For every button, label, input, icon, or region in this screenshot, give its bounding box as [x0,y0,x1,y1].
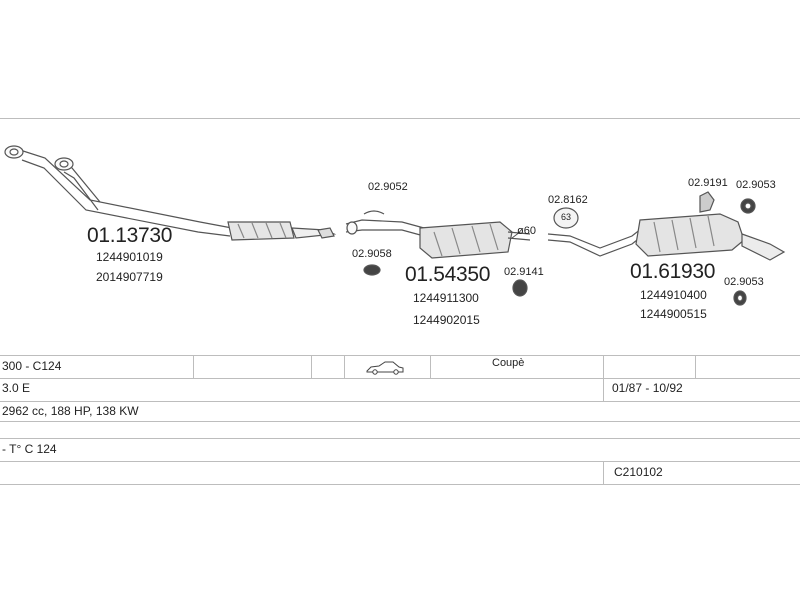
clamp-3-label: 02.9141 [504,266,544,278]
rear-silencer-oem-2: 1244900515 [640,307,707,321]
table-rule [0,461,800,462]
middle-silencer-oem-2: 1244902015 [413,313,480,327]
rear-silencer-drawing [547,191,786,306]
hanger-badge: 63 [561,212,572,222]
table-column-divider [311,355,312,378]
engine-cell: 3.0 E [2,381,31,395]
middle-silencer-part-number: 01.54350 [405,263,491,286]
table-column-divider [603,461,604,484]
front-pipe-part-number: 01.13730 [87,224,173,247]
middle-silencer-oem-1: 1244911300 [413,291,479,305]
top-divider [0,118,800,119]
body-type-cell: Coupè [492,357,525,369]
clamp-1-label: 02.9052 [368,181,408,193]
front-pipe-drawing [4,145,337,241]
diameter-label: ø60 [517,225,536,237]
rear-silencer-oem-1: 1244910400 [640,288,707,302]
table-rule [0,355,800,356]
table-column-divider [695,355,696,378]
table-column-divider [603,378,604,401]
table-column-divider [430,355,431,378]
mount-1-label: 02.9191 [688,177,728,189]
table-rule [0,378,800,379]
middle-silencer-drawing [345,210,531,297]
table-column-divider [344,355,345,378]
exhaust-drawing [4,145,786,306]
period-cell: 01/87 - 10/92 [612,381,683,395]
code-cell: C210102 [614,465,663,479]
type-cell: - T° C 124 [2,442,57,456]
clamp-2-label: 02.9058 [352,248,392,260]
mount-2-label: 02.9053 [736,179,776,191]
hanger-label: 02.8162 [548,194,588,206]
model-cell: 300 - C124 [2,359,62,373]
rear-silencer-part-number: 01.61930 [630,260,716,283]
table-rule [0,484,800,485]
front-pipe-oem-2: 2014907719 [96,270,163,284]
table-rule [0,421,800,422]
front-pipe-oem-1: 1244901019 [96,250,163,264]
table-column-divider [603,355,604,378]
table-rule [0,401,800,402]
table-rule [0,438,800,439]
specs-cell: 2962 cc, 188 HP, 138 KW [2,404,139,418]
hanger-drawing [553,207,579,229]
table-column-divider [193,355,194,378]
coupe-car-icon [366,361,404,375]
mount-3-label: 02.9053 [724,276,764,288]
